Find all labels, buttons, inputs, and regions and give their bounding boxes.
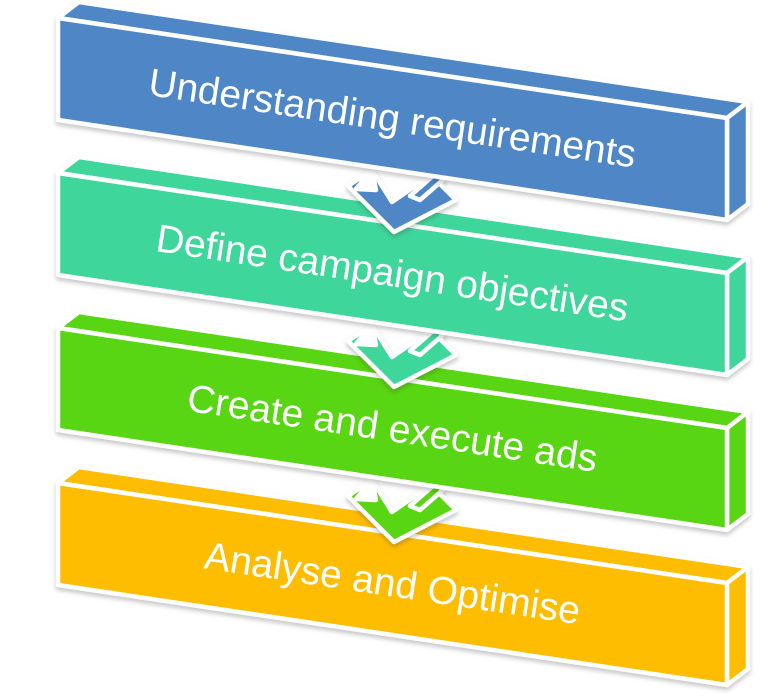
step-1-side-face [724, 99, 751, 223]
step-3-side-face [724, 409, 751, 533]
arrow-3-notch [353, 477, 379, 503]
arrow-1-notch [353, 167, 379, 193]
step-4-front-face [55, 480, 730, 688]
step-3-front-face [55, 325, 730, 533]
step-1-front-face [55, 15, 730, 223]
step-2-side-face [724, 254, 751, 378]
arrow-2-notch [353, 322, 379, 348]
step-2-front-face [55, 170, 730, 378]
step-4-side-face [724, 564, 751, 688]
